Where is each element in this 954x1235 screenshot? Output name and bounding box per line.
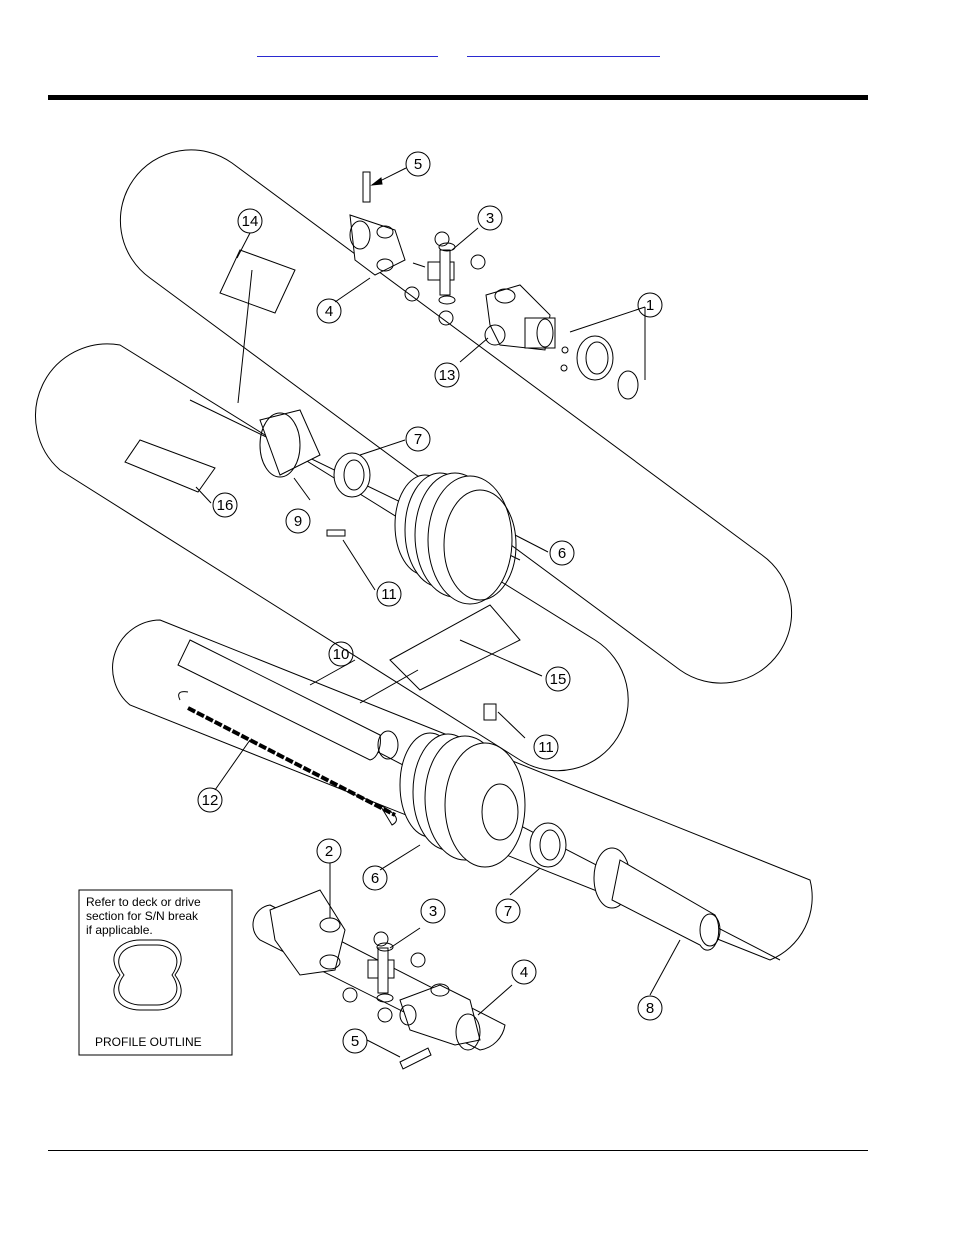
- tube-sleeve: [177, 639, 399, 761]
- nav-link-next[interactable]: [467, 38, 660, 57]
- callout-14: 14: [242, 213, 259, 230]
- chain: [178, 691, 397, 826]
- yoke-lower: [399, 983, 513, 1051]
- inner-yoke: [459, 284, 556, 363]
- callout-7-lower: 7: [504, 903, 512, 920]
- note-line-3: if applicable.: [86, 923, 153, 937]
- callout-4-upper: 4: [325, 303, 333, 320]
- callout-3-lower: 3: [429, 903, 437, 920]
- callout-8: 8: [646, 1000, 654, 1017]
- capsule-outline-upper: [119, 149, 793, 684]
- callout-16: 16: [217, 497, 234, 514]
- bellows-guard-lower: [379, 732, 526, 871]
- callout-11-upper: 11: [381, 586, 397, 603]
- callout-9: 9: [294, 513, 302, 530]
- cross-kit-upper: [404, 227, 486, 326]
- outer-tube: [593, 847, 721, 996]
- callout-12: 12: [202, 792, 219, 809]
- callout-3-upper: 3: [486, 210, 494, 227]
- nav-link-previous[interactable]: [257, 38, 438, 57]
- screw-upper: [326, 529, 376, 591]
- callout-5-lower: 5: [351, 1033, 359, 1050]
- bearing-kit: [560, 306, 646, 400]
- header-rule: [48, 95, 868, 100]
- decal-strip: [359, 604, 543, 704]
- callout-13: 13: [439, 367, 456, 384]
- profile-outline-caption: PROFILE OUTLINE: [95, 1035, 202, 1049]
- callout-15: 15: [550, 671, 567, 688]
- callout-7-upper: 7: [414, 431, 422, 448]
- capsule-outline-middle: [35, 343, 629, 772]
- callout-circles: [197, 151, 663, 1054]
- callout-6-lower: 6: [371, 870, 379, 887]
- callout-10: 10: [333, 646, 350, 663]
- note-box: [78, 889, 233, 1056]
- footer-rule: [48, 1150, 868, 1151]
- yoke-lower-end: [269, 863, 346, 976]
- roll-pin-upper: [362, 167, 407, 203]
- retainer-ring-lower: [509, 822, 567, 896]
- roll-pin-lower: [366, 1039, 432, 1070]
- screw-lower: [483, 703, 526, 739]
- shield-cone-upper: [259, 409, 321, 501]
- callout-2: 2: [325, 843, 333, 860]
- id-decal: [124, 439, 216, 504]
- callout-5-upper: 5: [414, 156, 422, 173]
- note-line-1: Refer to deck or drive: [86, 895, 201, 909]
- yoke-upper: [334, 214, 406, 303]
- bellows-guard-upper: [394, 472, 549, 605]
- decal-upper: [219, 232, 296, 404]
- callout-1: 1: [646, 297, 654, 314]
- retainer-ring-upper: [333, 439, 406, 498]
- callout-11-lower: 11: [538, 739, 554, 756]
- capsule-outline-bottom: [252, 904, 506, 1051]
- callout-4-lower: 4: [520, 964, 528, 981]
- cross-kit-lower: [342, 927, 426, 1023]
- callout-6-upper: 6: [558, 545, 566, 562]
- capsule-outline-lower: [112, 619, 813, 961]
- note-line-2: section for S/N break: [86, 909, 199, 923]
